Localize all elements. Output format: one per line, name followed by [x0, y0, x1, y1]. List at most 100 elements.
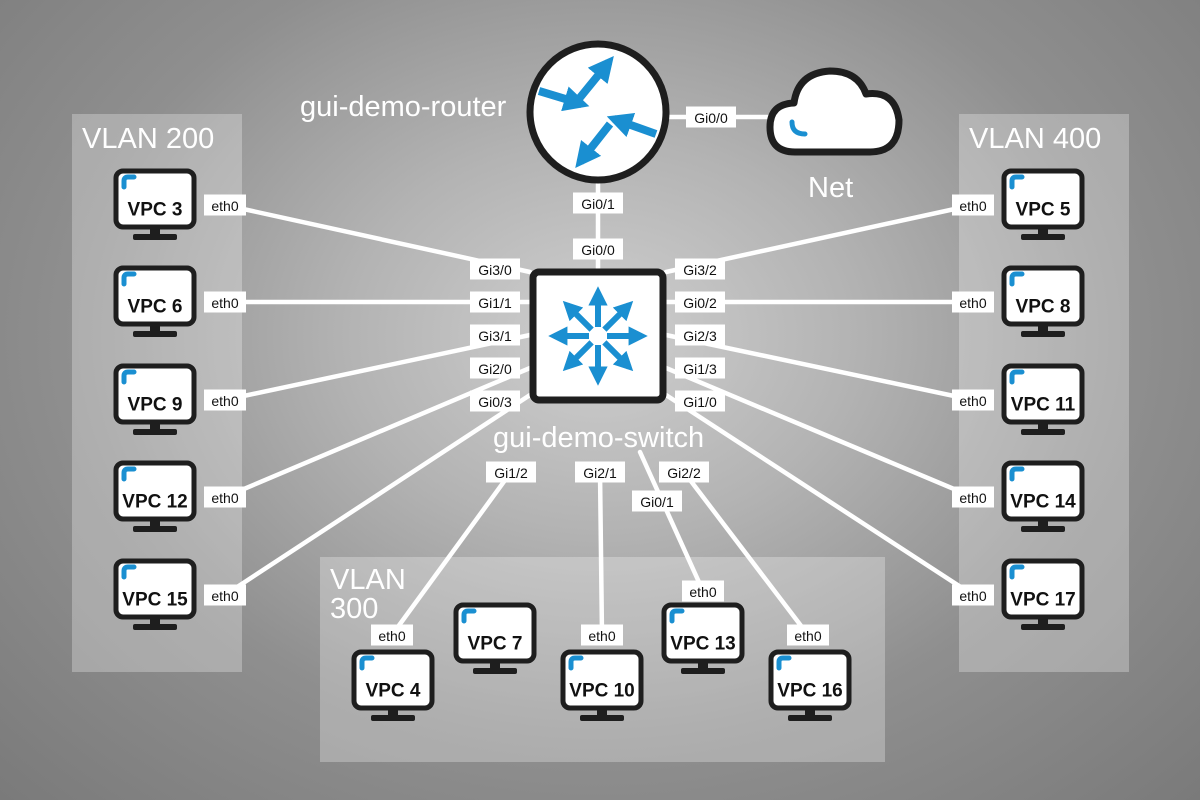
- link-line: [389, 469, 514, 638]
- vpc-port-label: eth0: [581, 624, 623, 646]
- vpc-node[interactable]: VPC 17: [1004, 561, 1082, 630]
- link-line: [597, 469, 605, 638]
- svg-text:Gi0/3: Gi0/3: [478, 394, 512, 410]
- vpc-label: VPC 14: [1010, 492, 1076, 513]
- vpc-port-label: eth0: [952, 291, 994, 313]
- vpc-port-label: eth0: [952, 389, 994, 411]
- vpc-node[interactable]: VPC 15: [116, 561, 194, 630]
- vlan-200-label: VLAN 200: [82, 123, 214, 155]
- vpc-port-label: eth0: [204, 486, 246, 508]
- vpc-node[interactable]: VPC 4: [354, 652, 432, 721]
- link-line: [663, 332, 976, 403]
- svg-text:eth0: eth0: [959, 588, 986, 604]
- cloud-node[interactable]: [766, 67, 903, 156]
- svg-text:Gi0/0: Gi0/0: [581, 242, 615, 258]
- vpc-node[interactable]: VPC 10: [563, 652, 641, 721]
- switch-port-label: Gi3/0: [470, 258, 520, 280]
- router-port-label: Gi0/1: [573, 192, 623, 214]
- link-line: [222, 392, 533, 598]
- switch-icon: [529, 268, 667, 404]
- vpc-node[interactable]: VPC 16: [771, 652, 849, 721]
- link-line: [222, 332, 533, 403]
- vlan-300-label-line1: VLAN: [330, 564, 406, 596]
- switch-port-label: Gi1/0: [675, 390, 725, 412]
- vpc-port-label: eth0: [952, 486, 994, 508]
- switch-arrows-icon: [548, 286, 648, 386]
- vpc-node[interactable]: VPC 6: [116, 268, 194, 337]
- svg-text:eth0: eth0: [211, 198, 238, 214]
- svg-text:Gi3/1: Gi3/1: [478, 328, 512, 344]
- svg-text:Gi2/3: Gi2/3: [683, 328, 717, 344]
- vpc-port-label: eth0: [952, 194, 994, 216]
- vpc-port-label: eth0: [204, 389, 246, 411]
- vpc-node[interactable]: VPC 8: [1004, 268, 1082, 337]
- switch-node[interactable]: [529, 268, 667, 404]
- svg-text:Gi1/0: Gi1/0: [683, 394, 717, 410]
- vlan-400-label: VLAN 400: [969, 123, 1101, 155]
- vpc-node[interactable]: VPC 9: [116, 366, 194, 435]
- svg-text:eth0: eth0: [959, 198, 986, 214]
- vpc-label: VPC 10: [569, 681, 634, 702]
- svg-text:eth0: eth0: [959, 295, 986, 311]
- vpc-node[interactable]: VPC 14: [1004, 463, 1082, 532]
- vpc-port-label: eth0: [204, 584, 246, 606]
- switch-port-label: Gi0/3: [470, 390, 520, 412]
- svg-text:Gi1/3: Gi1/3: [683, 361, 717, 377]
- vpc-port-label: eth0: [204, 291, 246, 313]
- link-line: [222, 365, 533, 500]
- svg-text:Gi2/2: Gi2/2: [667, 465, 701, 481]
- svg-text:eth0: eth0: [959, 490, 986, 506]
- vpc-node[interactable]: VPC 5: [1004, 171, 1082, 240]
- switch-port-label: Gi3/2: [675, 258, 725, 280]
- link-line: [663, 392, 976, 598]
- svg-text:Gi2/0: Gi2/0: [478, 361, 512, 377]
- svg-text:Gi1/2: Gi1/2: [494, 465, 528, 481]
- vlan-300-label-line2: 300: [330, 593, 378, 625]
- router-arrows-icon: [537, 56, 658, 169]
- cloud-label: Net: [808, 172, 853, 204]
- vpc-port-label: eth0: [787, 624, 829, 646]
- router-node[interactable]: [526, 40, 670, 184]
- switch-port-label: Gi2/3: [675, 324, 725, 346]
- svg-text:eth0: eth0: [588, 628, 615, 644]
- svg-text:eth0: eth0: [211, 295, 238, 311]
- vpc-port-label: eth0: [371, 624, 413, 646]
- router-icon: [526, 40, 670, 184]
- vpc-label: VPC 6: [128, 297, 183, 318]
- svg-text:eth0: eth0: [211, 490, 238, 506]
- vpc-node[interactable]: VPC 7: [456, 605, 534, 674]
- svg-text:Gi3/2: Gi3/2: [683, 262, 717, 278]
- switch-port-label: Gi2/0: [470, 357, 520, 379]
- svg-text:eth0: eth0: [689, 584, 716, 600]
- svg-text:eth0: eth0: [211, 588, 238, 604]
- switch-label: gui-demo-switch: [493, 422, 704, 454]
- vpc-port-label: eth0: [682, 580, 724, 602]
- vpc-label: VPC 15: [122, 590, 188, 611]
- vpc-node[interactable]: VPC 11: [1004, 366, 1082, 435]
- vpc-label: VPC 17: [1010, 590, 1075, 611]
- port-labels-layer: Gi0/0Gi0/1Gi0/0Gi3/0eth0Gi1/1eth0Gi3/1et…: [204, 106, 994, 646]
- vpc-node[interactable]: VPC 3: [116, 171, 194, 240]
- vpc-label: VPC 13: [670, 634, 735, 655]
- svg-text:eth0: eth0: [211, 393, 238, 409]
- switch-port-label: Gi2/1: [575, 461, 625, 483]
- switch-port-label: Gi0/2: [675, 291, 725, 313]
- router-port-label: Gi0/0: [686, 106, 736, 128]
- router-label: gui-demo-router: [300, 91, 507, 123]
- vpc-port-label: eth0: [204, 194, 246, 216]
- svg-text:eth0: eth0: [794, 628, 821, 644]
- switch-port-label: Gi0/0: [573, 238, 623, 260]
- switch-port-label: Gi2/2: [659, 461, 709, 483]
- vpc-label: VPC 9: [128, 395, 183, 416]
- vpc-label: VPC 12: [122, 492, 187, 513]
- switch-port-label: Gi1/3: [675, 357, 725, 379]
- vpc-node[interactable]: VPC 13: [664, 605, 742, 674]
- vpc-label: VPC 3: [128, 200, 183, 221]
- vpc-label: VPC 4: [366, 681, 421, 702]
- vpc-node[interactable]: VPC 12: [116, 463, 194, 532]
- svg-text:Gi0/0: Gi0/0: [694, 110, 728, 126]
- switch-port-label: Gi3/1: [470, 324, 520, 346]
- svg-text:Gi0/2: Gi0/2: [683, 295, 717, 311]
- vpc-label: VPC 8: [1016, 297, 1071, 318]
